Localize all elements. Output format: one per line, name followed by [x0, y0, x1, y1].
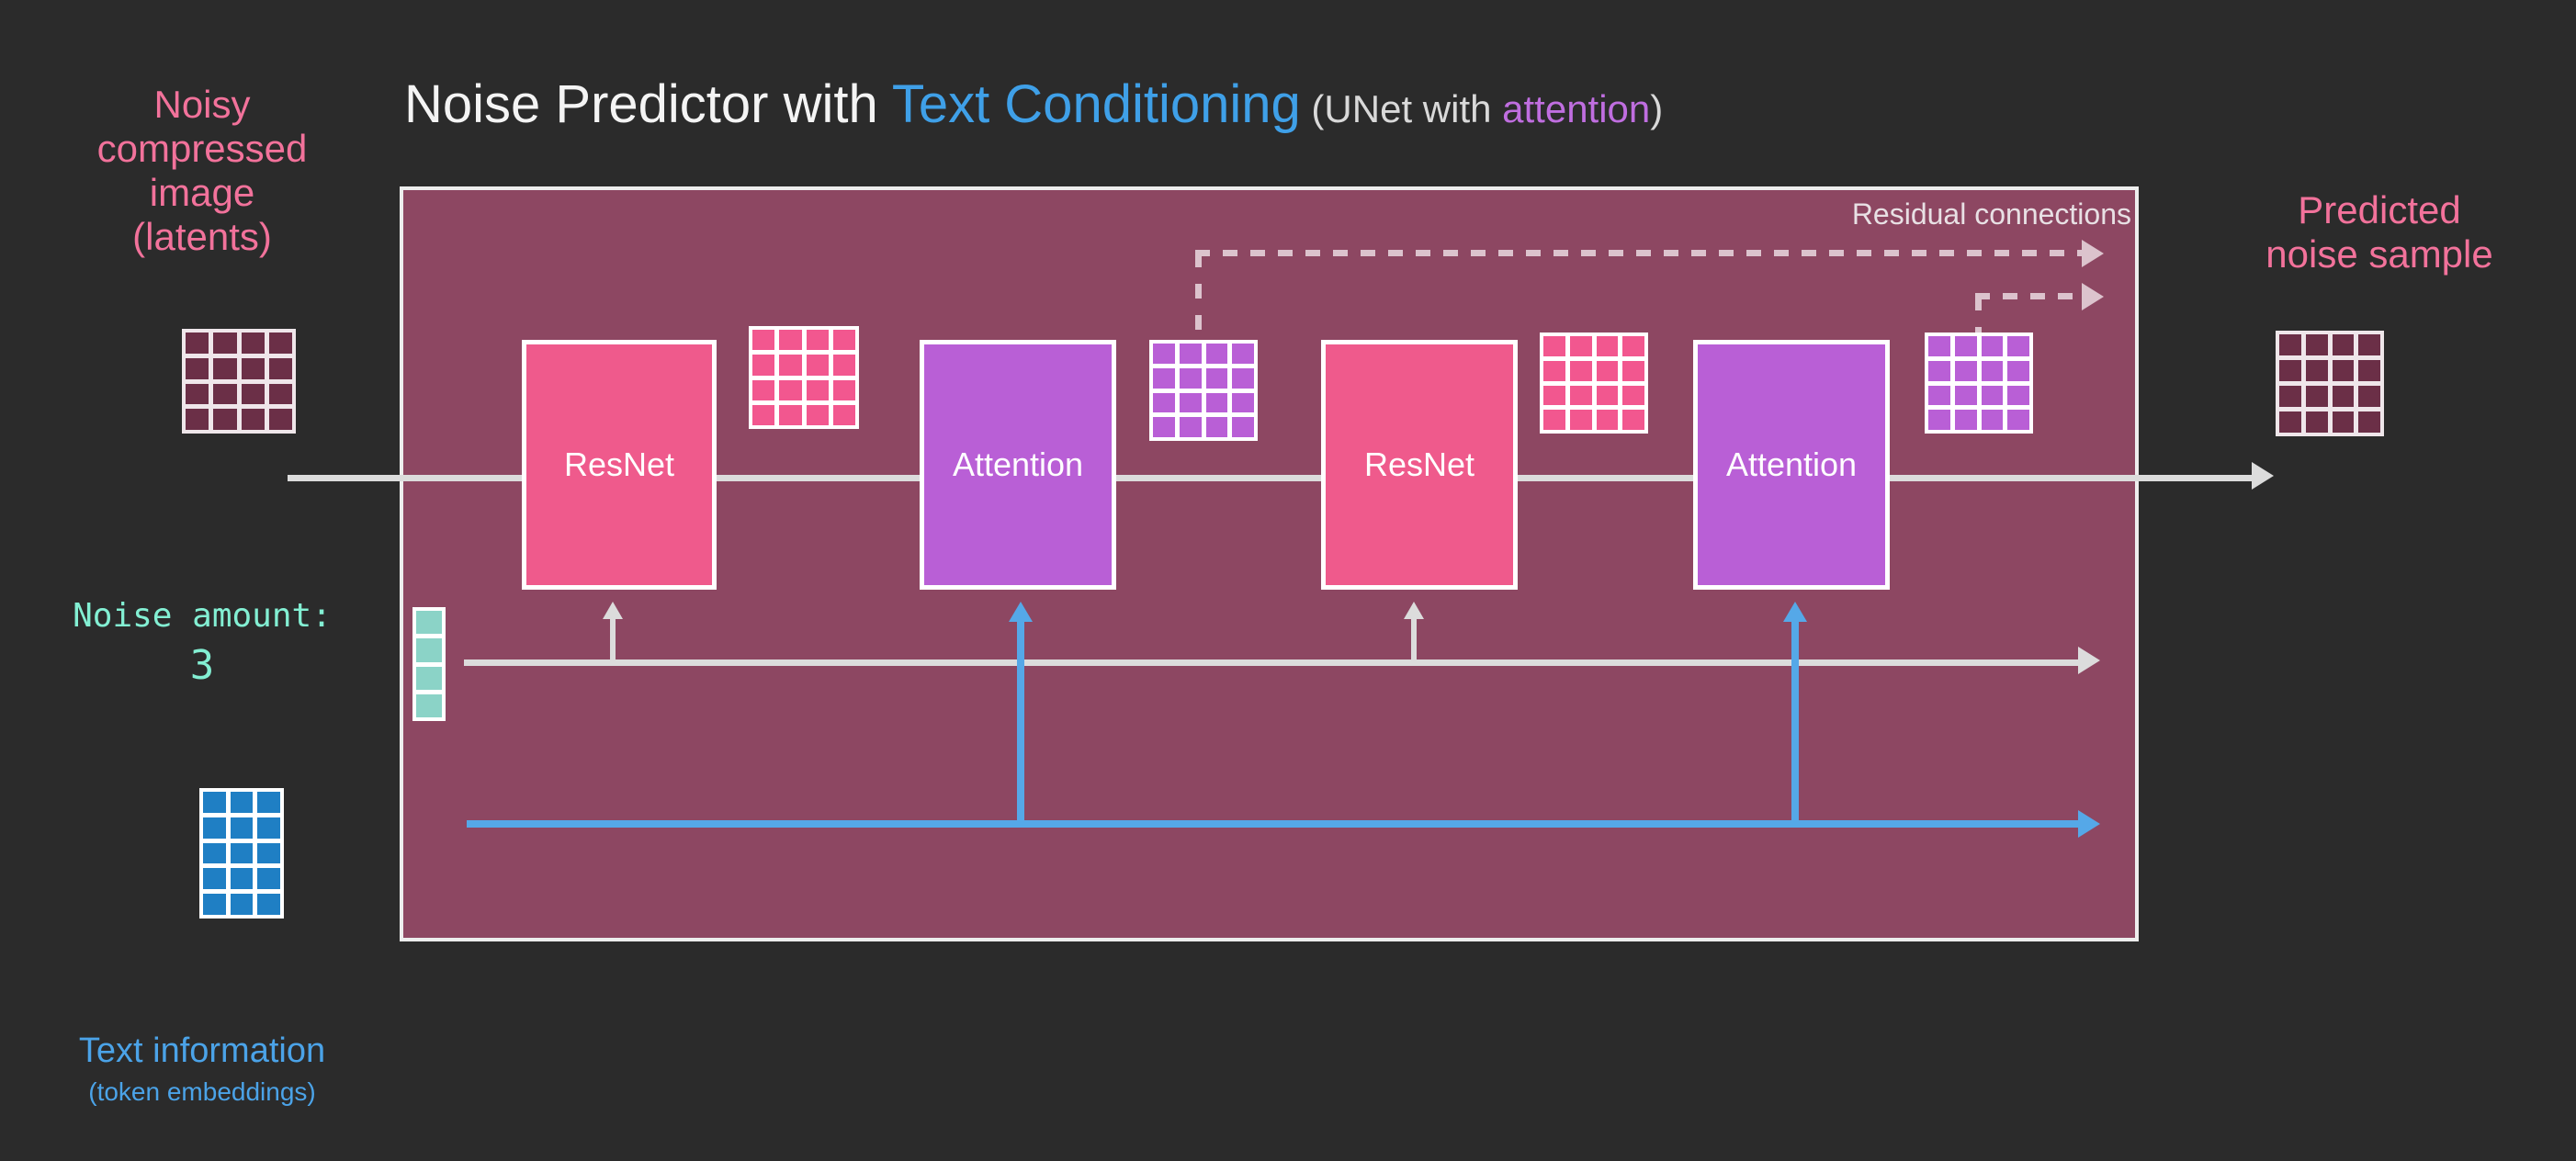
block-attention-2[interactable]: Attention — [1693, 340, 1890, 590]
residual-line-2 — [1975, 293, 2095, 299]
token-embeddings-grid — [199, 788, 284, 919]
attention-1-output-grid — [1149, 340, 1258, 441]
residual-connections-label: Residual connections — [1851, 197, 2131, 231]
resnet-2-output-grid — [1540, 333, 1648, 434]
block-resnet-1-label: ResNet — [563, 445, 675, 483]
title-part-close-paren: ) — [1650, 87, 1664, 130]
page-title: Noise Predictor with Text Conditioning (… — [404, 78, 1663, 131]
text-conditioning-riser-arrowhead-1 — [1009, 602, 1033, 622]
residual-riser-2 — [1975, 296, 1982, 340]
residual-arrowhead-2 — [2082, 283, 2104, 310]
main-data-path — [288, 475, 2263, 481]
text-conditioning-path — [467, 820, 2085, 828]
block-attention-1-label: Attention — [952, 445, 1084, 483]
attention-2-output-grid — [1925, 333, 2033, 434]
text-information-label: Text information (token embeddings) — [18, 992, 386, 1146]
block-resnet-1[interactable]: ResNet — [522, 340, 717, 590]
timestep-path-arrowhead — [2078, 647, 2100, 674]
noise-amount-value: 3 — [189, 642, 215, 689]
timestep-riser-2 — [1411, 615, 1417, 663]
title-part-text-conditioning: Text Conditioning — [891, 74, 1301, 134]
timestep-riser-arrowhead-2 — [1404, 602, 1424, 619]
text-conditioning-riser-2 — [1791, 617, 1799, 824]
text-information-title: Text information — [78, 1031, 326, 1071]
input-latent-grid — [182, 329, 296, 434]
text-conditioning-arrowhead — [2078, 810, 2100, 838]
block-attention-2-label: Attention — [1725, 445, 1858, 483]
residual-riser-1 — [1195, 253, 1202, 344]
output-label: Predicted noise sample — [2265, 188, 2493, 276]
resnet-1-output-grid — [749, 326, 859, 429]
block-attention-1[interactable]: Attention — [920, 340, 1116, 590]
residual-arrowhead-1 — [2082, 240, 2104, 267]
text-conditioning-riser-1 — [1017, 617, 1024, 824]
block-resnet-2[interactable]: ResNet — [1321, 340, 1518, 590]
timestep-riser-arrowhead-1 — [603, 602, 623, 619]
text-conditioning-riser-arrowhead-2 — [1783, 602, 1807, 622]
residual-line-1 — [1195, 250, 2096, 256]
timestep-riser-1 — [610, 615, 616, 663]
timestep-path — [464, 659, 2085, 666]
main-path-arrowhead — [2252, 462, 2274, 490]
title-part-attention: attention — [1502, 87, 1651, 130]
title-part-unet-with: (UNet with — [1300, 87, 1503, 130]
title-part-noise-predictor: Noise Predictor with — [404, 74, 892, 134]
input-label: Noisy compressed image (latents) — [96, 83, 308, 258]
output-latent-grid — [2276, 331, 2384, 436]
block-resnet-2-label: ResNet — [1363, 445, 1475, 483]
text-information-subtitle: (token embeddings) — [88, 1076, 316, 1106]
timestep-vector-grid — [412, 607, 446, 721]
noise-amount-label: Noise amount: — [73, 597, 332, 635]
